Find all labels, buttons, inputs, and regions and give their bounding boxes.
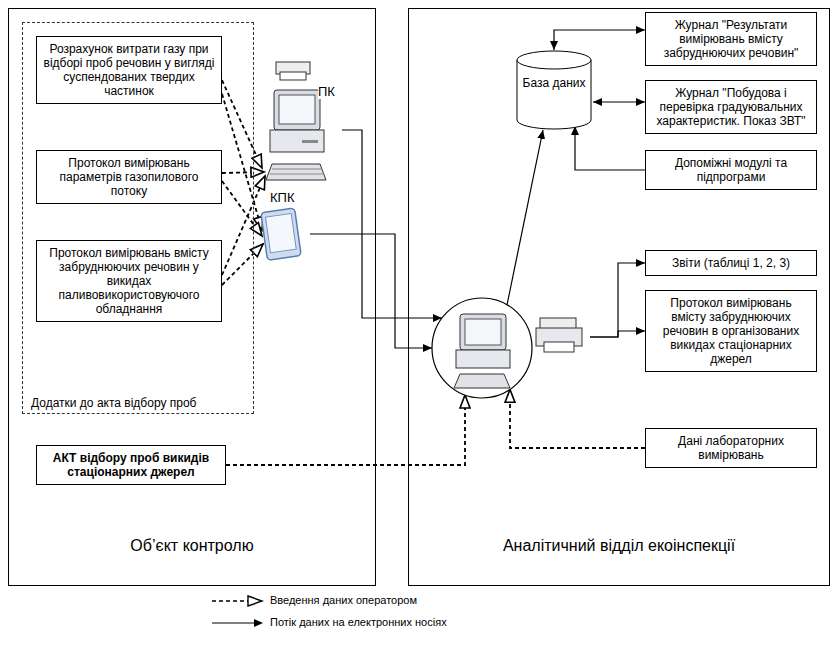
data-flow-arrow — [593, 101, 645, 102]
report-box: Звіти (таблиці 1, 2, 3) — [645, 250, 817, 276]
input-box: Дані лабораторних вимірювань — [645, 428, 817, 468]
journal-box: Журнал "Результати вимірювань вмісту заб… — [645, 12, 817, 66]
data-flow-arrow — [310, 234, 432, 348]
operator-input-arrow — [510, 389, 645, 448]
server-computer — [430, 292, 590, 402]
data-flow-arrow — [590, 263, 645, 337]
node-text: Аналітичний відділ екоінспекції — [409, 537, 829, 555]
operator-input-arrow — [222, 172, 264, 173]
database-node: База даних — [515, 50, 593, 130]
server-node — [430, 292, 590, 402]
solid-sample — [212, 622, 254, 623]
data-flow-arrow — [590, 331, 645, 337]
legend-text: Потік даних на електронних носіях — [270, 616, 447, 628]
region-panel: Об’єкт контролю Додатки до акта відбору п… — [8, 8, 376, 586]
report-box: Протокол вимірювань вмісту забруднюючих … — [645, 290, 817, 372]
node-text: Об’єкт контролю — [9, 537, 375, 555]
journal-box: Журнал "Побудова і перевірка градуювальн… — [645, 80, 817, 134]
data-flow-arrow — [342, 130, 442, 318]
node-text: КПК — [270, 190, 295, 205]
node-text: Журнал "Побудова і перевірка градуювальн… — [652, 86, 810, 128]
node-text: АКТ відбору проб викидів стаціонарних дж… — [43, 451, 219, 479]
data-flow-arrow — [507, 130, 543, 305]
node-text: Журнал "Результати вимірювань вмісту заб… — [652, 18, 810, 60]
module-box: Допоміжні модулі та підпрограми — [645, 150, 817, 190]
operator-input-arrow — [226, 395, 465, 465]
document-box: Розрахунок витрати газу при відборі проб… — [36, 36, 222, 104]
document-box: Протокол вимірювань вмісту забруднюючих … — [36, 240, 222, 322]
pc-node: ПК — [262, 60, 342, 185]
node-text: Протокол вимірювань вмісту забруднюючих … — [43, 246, 215, 316]
node-text: Допоміжні модулі та підпрограми — [652, 156, 810, 184]
node-text: База даних — [521, 76, 587, 90]
node-text: Протокол вимірювань вмісту забруднюючих … — [652, 296, 810, 366]
document-box: Протокол вимірювань параметрів газопилов… — [36, 150, 222, 204]
document-box: АКТ відбору проб викидів стаціонарних дж… — [36, 445, 226, 485]
hollow-head — [248, 596, 262, 606]
node-text: Протокол вимірювань параметрів газопилов… — [43, 156, 215, 198]
node-text: Дані лабораторних вимірювань — [652, 434, 810, 462]
pda-node: КПК — [258, 190, 310, 262]
node-text: Додатки до акта відбору проб — [29, 396, 199, 410]
node-text: Розрахунок витрати газу при відборі проб… — [43, 42, 215, 98]
operator-input-arrow — [222, 80, 262, 168]
pc-icon — [262, 60, 342, 185]
group-frame: Додатки до акта відбору проб Розрахунок в… — [22, 22, 254, 414]
operator-input-arrow — [222, 244, 263, 285]
data-flow-arrow — [554, 30, 645, 50]
node-text: ПК — [318, 84, 335, 99]
node-text: Звіти (таблиці 1, 2, 3) — [652, 256, 810, 270]
database-cylinder — [515, 50, 593, 130]
data-flow-arrow — [575, 126, 645, 170]
legend-text: Введення даних оператором — [270, 594, 417, 606]
filled-head — [254, 619, 263, 627]
dashed-sample — [212, 600, 248, 602]
operator-input-arrow — [222, 94, 262, 230]
operator-input-arrow — [222, 176, 265, 275]
region-panel: Аналітичний відділ екоінспекції База дани… — [408, 8, 830, 586]
